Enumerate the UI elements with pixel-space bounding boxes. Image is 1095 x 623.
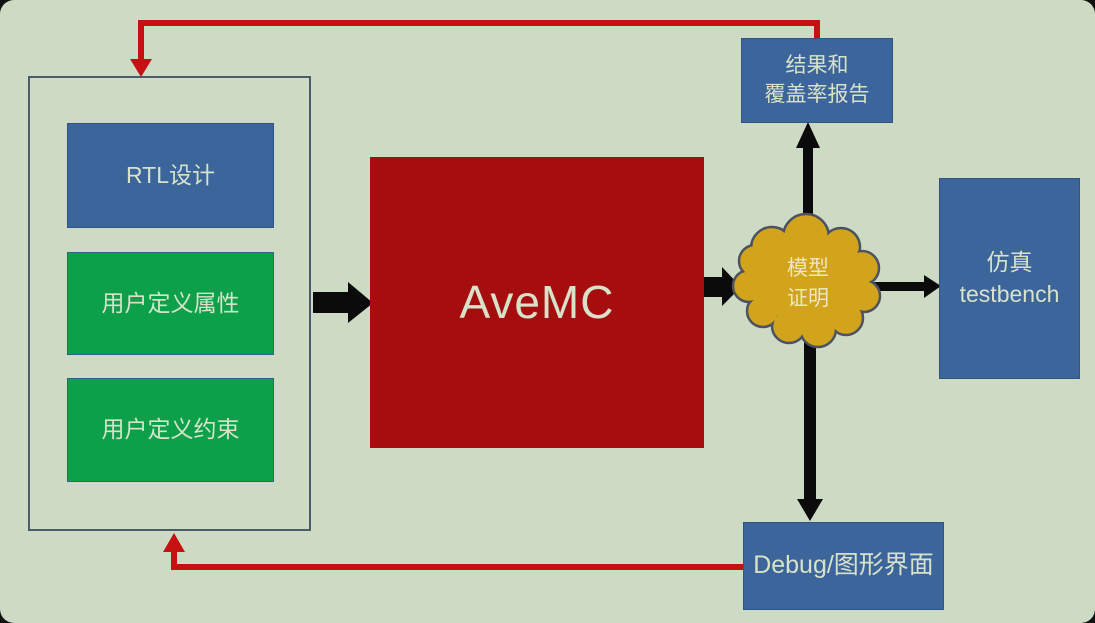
coverage-report-label-line2: 覆盖率报告 bbox=[764, 82, 870, 106]
coverage-report-label-line1: 结果和 bbox=[785, 54, 849, 78]
avemc-core-box: AveMC bbox=[370, 157, 704, 448]
model-proof-cloud-fill bbox=[734, 215, 879, 346]
arrow-cloud-to-testbench-shaft bbox=[866, 282, 926, 291]
simulation-testbench-box: 仿真 testbench bbox=[939, 178, 1080, 379]
user-properties-box: 用户定义属性 bbox=[67, 252, 274, 355]
model-proof-label-line1: 模型 bbox=[787, 256, 829, 280]
rtl-design-box: RTL设计 bbox=[67, 123, 274, 228]
model-proof-label: 模型 证明 bbox=[758, 252, 858, 316]
feedback-arrowhead-bottom-icon bbox=[163, 533, 185, 552]
rtl-design-label: RTL设计 bbox=[125, 161, 216, 188]
simulation-label: 仿真 bbox=[986, 249, 1033, 276]
input-group-frame bbox=[28, 76, 311, 531]
avemc-core-label: AveMC bbox=[459, 276, 615, 329]
user-properties-label: 用户定义属性 bbox=[101, 289, 240, 316]
arrow-core-to-cloud-icon bbox=[703, 267, 741, 306]
arrow-cloud-to-debug-icon bbox=[797, 499, 823, 521]
debug-gui-label: Debug/图形界面 bbox=[753, 551, 934, 580]
arrow-inputs-to-core-icon bbox=[313, 282, 373, 323]
testbench-label: testbench bbox=[959, 280, 1060, 307]
arrow-cloud-to-report-icon bbox=[796, 122, 820, 148]
arrow-cloud-to-report-shaft bbox=[803, 144, 813, 256]
debug-gui-box: Debug/图形界面 bbox=[743, 522, 944, 610]
user-constraints-label: 用户定义约束 bbox=[101, 416, 240, 443]
model-proof-label-line2: 证明 bbox=[787, 287, 829, 310]
feedback-line-report-to-inputs bbox=[138, 20, 820, 62]
arrow-cloud-to-debug-shaft bbox=[804, 330, 816, 503]
arrow-cloud-to-testbench-icon bbox=[924, 275, 941, 298]
feedback-arrowhead-top-icon bbox=[130, 59, 152, 77]
coverage-report-box: 结果和 覆盖率报告 bbox=[741, 38, 893, 123]
feedback-line-debug-to-inputs bbox=[171, 549, 743, 570]
user-constraints-box: 用户定义约束 bbox=[67, 378, 274, 482]
